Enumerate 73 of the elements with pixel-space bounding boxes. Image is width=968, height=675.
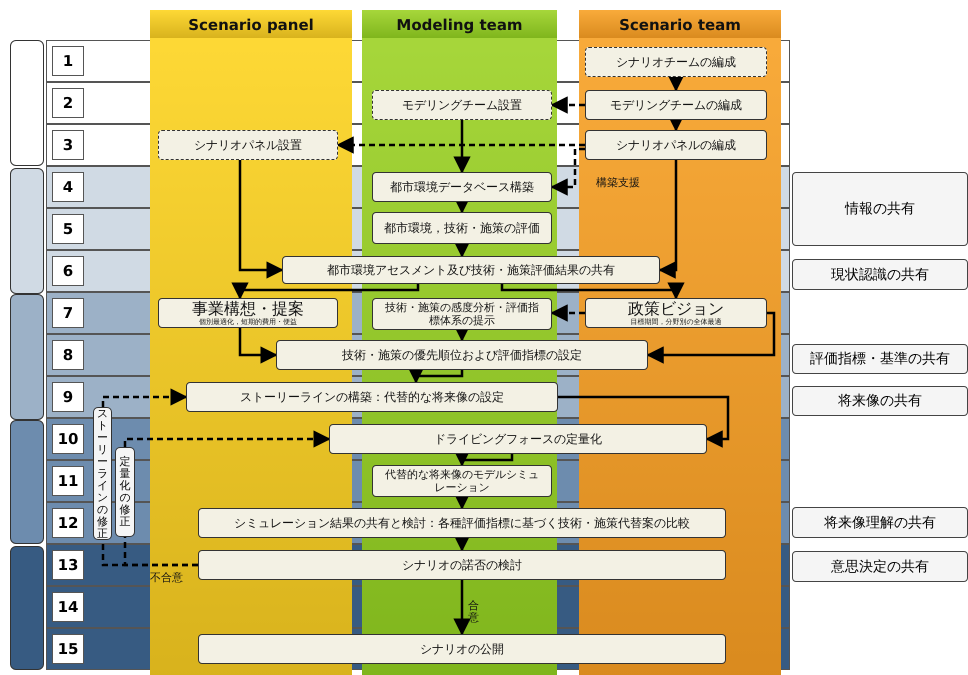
- step-number: 7: [52, 298, 84, 328]
- arrow: [500, 282, 685, 300]
- step-number: 2: [52, 88, 84, 118]
- arrow: [238, 328, 278, 364]
- phase-band: [10, 40, 44, 166]
- arrow: [646, 312, 776, 364]
- box-title: 政策ビジョン: [628, 300, 724, 318]
- process-box: 技術・施策の優先順位および評価指標の設定: [276, 340, 648, 370]
- phase-band: [10, 546, 44, 670]
- process-box: [158, 298, 338, 328]
- dashed-arrow: [550, 304, 585, 322]
- process-box: 都市環境，技術・施策の評価: [372, 212, 552, 244]
- process-box: モデリングチームの編成: [585, 90, 767, 120]
- step-number: 10: [52, 424, 84, 454]
- process-box: [585, 298, 767, 328]
- process-box: 都市環境アセスメント及び技術・施策評価結果の共有: [282, 256, 660, 284]
- arrow: [453, 580, 471, 636]
- step-number: 3: [52, 130, 84, 160]
- arrow: [238, 160, 284, 279]
- process-box: モデリングチーム設置: [372, 90, 552, 120]
- swimlane-header: [362, 10, 557, 38]
- arrow: [453, 120, 471, 174]
- lane-header: Scenario team: [619, 16, 741, 34]
- step-number: 1: [52, 46, 84, 76]
- lane-header: Modeling team: [396, 16, 523, 34]
- box-title: 事業構想・提案: [192, 300, 304, 318]
- step-number: 6: [52, 256, 84, 286]
- step-number: 9: [52, 382, 84, 412]
- revision-label: 定量化の修正: [115, 447, 135, 537]
- edge-label: 合意: [468, 600, 480, 624]
- sharing-box: 情報の共有: [792, 172, 968, 246]
- process-box: シナリオの諾否の検討: [198, 550, 726, 580]
- revision-label: ストーリーラインの修正: [93, 407, 112, 540]
- step-number: 4: [52, 172, 84, 202]
- process-box: 都市環境データベース構築: [372, 172, 552, 202]
- step-number: 12: [52, 508, 84, 538]
- lane-header: Scenario panel: [188, 16, 314, 34]
- edge-label: 構築支援: [596, 175, 640, 190]
- process-box: シナリオの公開: [198, 634, 726, 664]
- process-box: 代替的な将来像のモデルシミュレーション: [372, 465, 552, 497]
- sharing-box: 意思決定の共有: [792, 551, 968, 582]
- sharing-box: 将来像理解の共有: [792, 507, 968, 538]
- step-number: 13: [52, 550, 84, 580]
- dashed-arrow: [336, 136, 585, 154]
- dashed-arrow: [550, 148, 585, 196]
- step-number: 5: [52, 214, 84, 244]
- phase-band: [10, 168, 44, 294]
- process-box: シナリオチームの編成: [585, 47, 767, 77]
- step-number: 8: [52, 340, 84, 370]
- dashed-arrow: [102, 388, 188, 407]
- step-number: 14: [52, 592, 84, 622]
- swimlane-header: [150, 10, 352, 38]
- dashed-arrow: [550, 96, 585, 114]
- process-box: シナリオパネル設置: [158, 130, 338, 160]
- step-number: 15: [52, 634, 84, 664]
- step-number: 11: [52, 466, 84, 496]
- swimlane-header: [579, 10, 781, 38]
- phase-band: [10, 294, 44, 420]
- process-box: ドライビングフォースの定量化: [329, 424, 707, 454]
- sharing-box: 現状認識の共有: [792, 259, 968, 290]
- arrow: [231, 282, 420, 300]
- arrow: [658, 160, 678, 279]
- process-box: ストーリーラインの構築：代替的な将来像の設定: [186, 382, 558, 412]
- dashed-arrow: [124, 430, 331, 448]
- phase-band: [10, 420, 44, 544]
- arrow: [667, 74, 685, 92]
- process-box: シナリオパネルの編成: [585, 130, 767, 160]
- process-box: 技術・施策の感度分析・評価指標体系の提示: [372, 298, 552, 330]
- arrow: [558, 396, 730, 448]
- process-box: シミュレーション結果の共有と検討：各種評価指標に基づく技術・施策代替案の比較: [198, 508, 726, 538]
- sharing-box: 評価指標・基準の共有: [792, 344, 968, 374]
- edge-label: 不合意: [150, 570, 183, 585]
- sharing-box: 将来像の共有: [792, 386, 968, 416]
